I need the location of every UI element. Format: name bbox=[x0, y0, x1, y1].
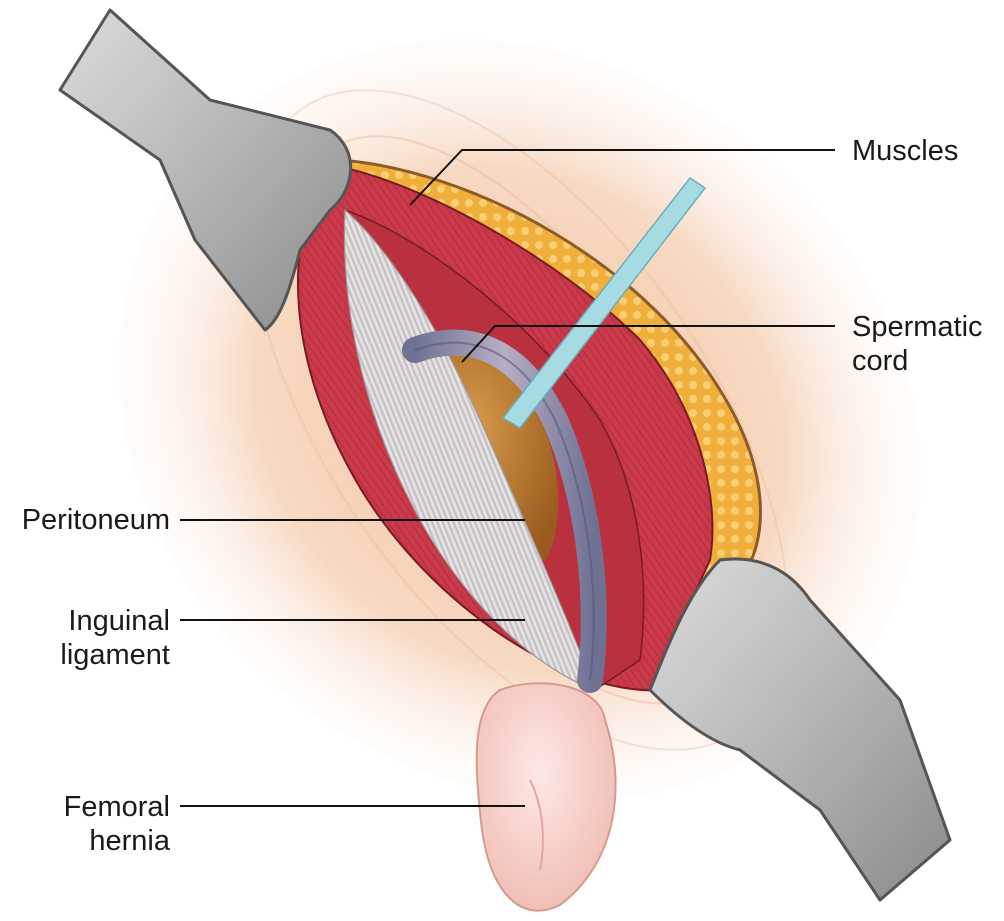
leader-spermatic-cord bbox=[461, 325, 835, 363]
label-spermatic-cord: Spermatic cord bbox=[852, 311, 983, 377]
leader-lines bbox=[180, 149, 835, 807]
label-muscles: Muscles bbox=[852, 135, 959, 167]
label-inguinal-ligament: Inguinal ligament bbox=[60, 605, 170, 671]
label-femoral-hernia: Femoral hernia bbox=[63, 791, 170, 857]
label-peritoneum: Peritoneum bbox=[21, 504, 170, 536]
retraction-tape bbox=[501, 176, 707, 429]
lower-retractor bbox=[648, 557, 952, 902]
leader-muscles bbox=[409, 149, 835, 206]
femoral-hernia-shape bbox=[475, 682, 617, 912]
upper-retractor bbox=[58, 8, 353, 332]
